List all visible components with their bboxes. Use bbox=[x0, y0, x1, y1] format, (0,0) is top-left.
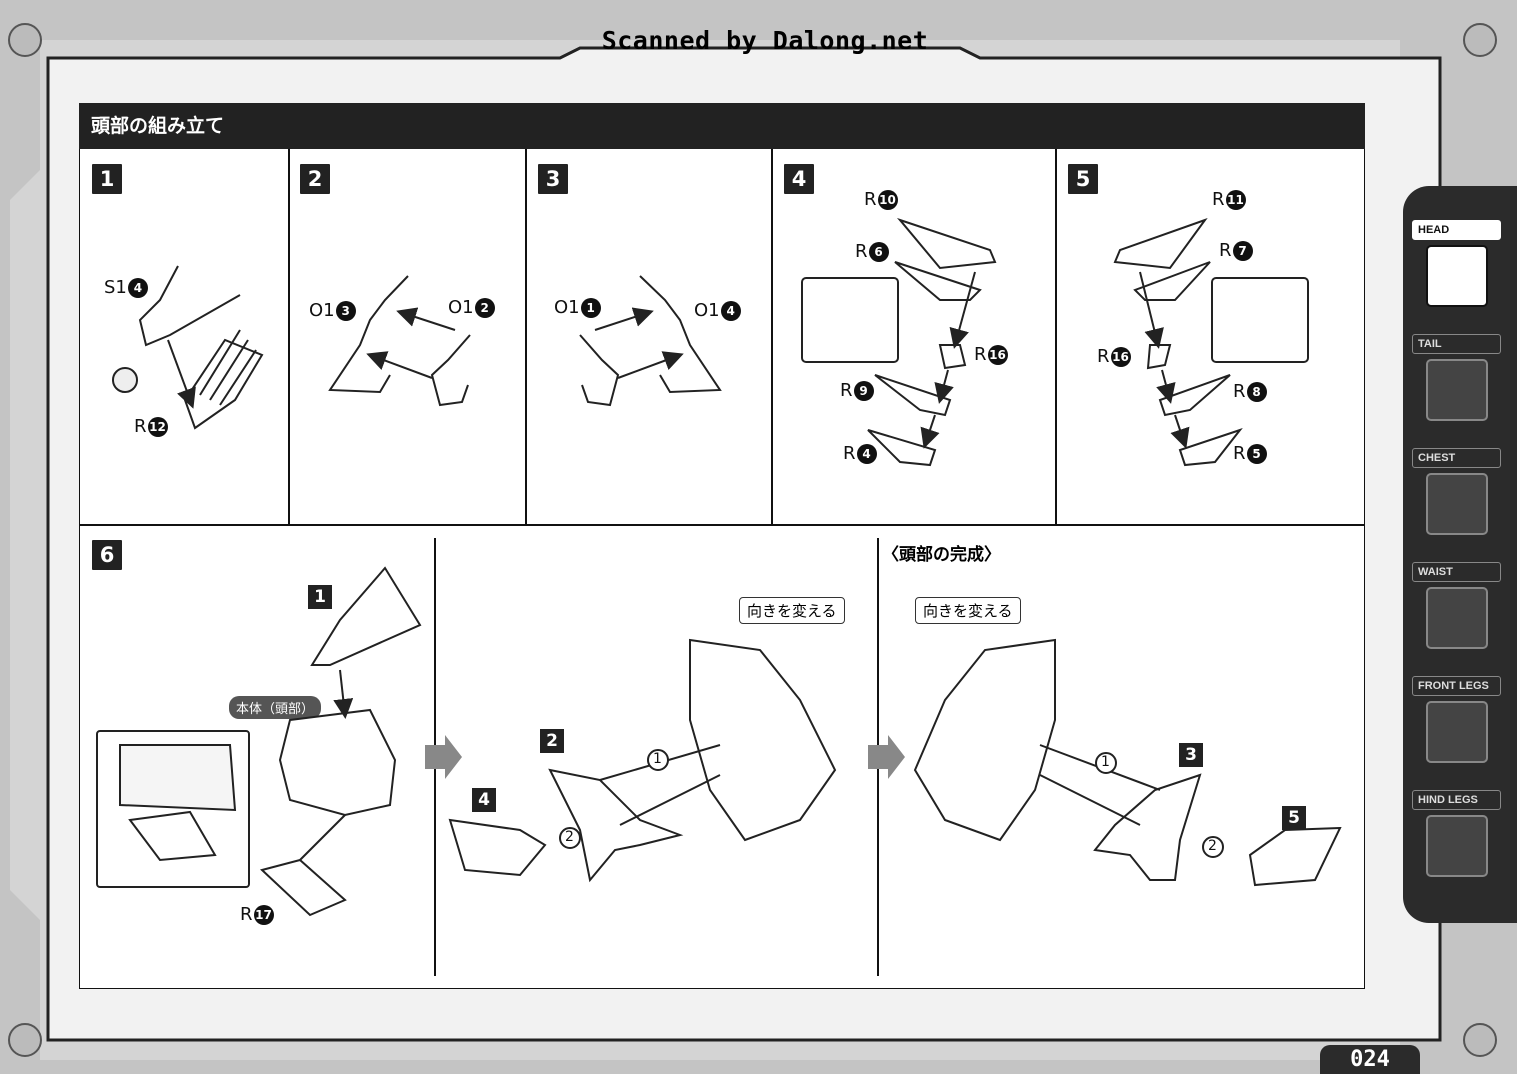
sub-step-number: 2 bbox=[540, 729, 564, 753]
tab-head[interactable]: HEAD bbox=[1412, 220, 1501, 307]
sub-step-number: 4 bbox=[472, 788, 496, 812]
turn-around-callout: 向きを変える bbox=[915, 597, 1021, 624]
divider bbox=[771, 149, 773, 525]
tab-label: CHEST bbox=[1412, 448, 1501, 468]
sub-step-number: 3 bbox=[1179, 743, 1203, 767]
tab-label: FRONT LEGS bbox=[1412, 676, 1501, 696]
section-title: 頭部の組み立て bbox=[79, 103, 1365, 149]
step-number: 1 bbox=[92, 164, 122, 194]
step-number: 4 bbox=[784, 164, 814, 194]
tab-label: HIND LEGS bbox=[1412, 790, 1501, 810]
tab-hind-legs[interactable]: HIND LEGS bbox=[1412, 790, 1501, 877]
scan-watermark: Scanned by Dalong.net bbox=[601, 26, 929, 55]
divider bbox=[1055, 149, 1057, 525]
tab-label: HEAD bbox=[1412, 220, 1501, 240]
sub-step-number: 1 bbox=[308, 585, 332, 609]
divider bbox=[79, 524, 1365, 526]
waist-icon bbox=[1425, 587, 1488, 649]
step-number: 6 bbox=[92, 540, 122, 570]
chest-icon bbox=[1425, 473, 1488, 535]
order-number: 1 bbox=[1101, 754, 1110, 770]
step-number: 5 bbox=[1068, 164, 1098, 194]
front-legs-icon bbox=[1425, 701, 1488, 763]
tab-waist[interactable]: WAIST bbox=[1412, 562, 1501, 649]
tab-label: WAIST bbox=[1412, 562, 1501, 582]
body-head-label: 本体（頭部） bbox=[229, 696, 322, 719]
order-number: 2 bbox=[1208, 838, 1217, 854]
turn-around-callout: 向きを変える bbox=[739, 597, 845, 624]
order-number: 1 bbox=[653, 751, 662, 767]
tab-label: TAIL bbox=[1412, 334, 1501, 354]
step-number: 2 bbox=[300, 164, 330, 194]
head-icon bbox=[1425, 245, 1488, 307]
tab-chest[interactable]: CHEST bbox=[1412, 448, 1501, 535]
page-number: 024 bbox=[1320, 1045, 1420, 1074]
sub-step-number: 5 bbox=[1282, 806, 1306, 830]
head-completion-label: 〈頭部の完成〉 bbox=[882, 545, 1001, 565]
divider bbox=[288, 149, 290, 525]
step-number: 3 bbox=[538, 164, 568, 194]
divider bbox=[525, 149, 527, 525]
tail-icon bbox=[1425, 359, 1488, 421]
tab-tail[interactable]: TAIL bbox=[1412, 334, 1501, 421]
tab-front-legs[interactable]: FRONT LEGS bbox=[1412, 676, 1501, 763]
section-sidebar bbox=[1403, 186, 1517, 923]
hind-legs-icon bbox=[1425, 815, 1488, 877]
order-number: 2 bbox=[565, 829, 574, 845]
